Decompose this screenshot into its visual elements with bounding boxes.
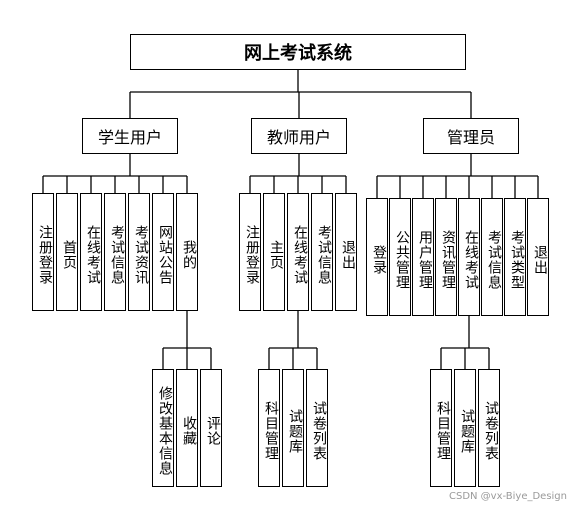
teacher-sub-item-1: 试题库 [282,369,304,487]
admin-sub-item-0: 科目管理 [430,369,452,487]
student-item-3: 考试信息 [104,193,126,311]
student-sub-item-2: 评论 [200,369,222,487]
teacher-sub-item-2: 试卷列表 [306,369,328,487]
teacher-item-4: 退出 [335,193,357,311]
student-sub-item-0: 修改基本信息 [152,369,174,487]
admin-sub-item-2: 试卷列表 [478,369,500,487]
admin-item-1-label: 公共管理 [394,230,410,290]
student-sub-item-2-label: 评论 [205,416,221,446]
admin-item-4-label: 在线考试 [463,230,479,290]
student-item-1: 首页 [56,193,78,311]
group-admin-label: 管理员 [446,128,495,147]
admin-item-3-label: 资讯管理 [440,230,456,290]
student-sub-item-1-label: 收藏 [181,416,197,446]
teacher-item-3: 考试信息 [311,193,333,311]
teacher-item-0: 注册登录 [239,193,261,311]
student-item-2-label: 在线考试 [85,225,101,285]
student-item-6-label: 我的 [181,240,197,270]
student-item-5-label: 网站公告 [157,225,173,285]
student-item-3-label: 考试信息 [109,225,125,285]
teacher-item-2-label: 在线考试 [292,225,308,285]
root-node: 网上考试系统 [130,34,466,70]
student-item-0: 注册登录 [32,193,54,311]
teacher-item-2: 在线考试 [287,193,309,311]
teacher-item-1: 主页 [263,193,285,311]
admin-sub-item-1: 试题库 [454,369,476,487]
group-teacher: 教师用户 [251,118,347,154]
teacher-item-4-label: 退出 [340,240,356,270]
group-admin: 管理员 [423,118,519,154]
student-item-2: 在线考试 [80,193,102,311]
admin-item-5-label: 考试信息 [486,230,502,290]
student-item-4: 考试资讯 [128,193,150,311]
admin-sub-item-1-label: 试题库 [459,408,475,454]
teacher-sub-item-2-label: 试卷列表 [311,401,327,461]
teacher-sub-item-1-label: 试题库 [287,408,303,454]
student-item-1-label: 首页 [61,240,77,270]
group-student-label: 学生用户 [97,128,162,147]
admin-item-6: 考试类型 [504,198,526,316]
admin-item-3: 资讯管理 [435,198,457,316]
admin-item-1: 公共管理 [389,198,411,316]
admin-item-5: 考试信息 [481,198,503,316]
group-teacher-label: 教师用户 [266,128,331,147]
admin-item-7-label: 退出 [532,245,548,275]
watermark: CSDN @vx-Biye_Design [448,491,567,502]
teacher-item-0-label: 注册登录 [244,225,260,285]
admin-sub-item-2-label: 试卷列表 [483,401,499,461]
student-sub-item-0-label: 修改基本信息 [157,386,173,476]
admin-item-6-label: 考试类型 [509,230,525,290]
admin-item-7: 退出 [527,198,549,316]
admin-item-2-label: 用户管理 [417,230,433,290]
teacher-item-3-label: 考试信息 [316,225,332,285]
group-student: 学生用户 [82,118,178,154]
student-item-0-label: 注册登录 [37,225,53,285]
student-item-6: 我的 [176,193,198,311]
student-item-5: 网站公告 [152,193,174,311]
root-title: 网上考试系统 [244,43,352,64]
admin-item-0-label: 登录 [371,245,387,275]
teacher-sub-item-0-label: 科目管理 [263,401,279,461]
admin-item-0: 登录 [366,198,388,316]
student-sub-item-1: 收藏 [176,369,198,487]
admin-item-2: 用户管理 [412,198,434,316]
teacher-item-1-label: 主页 [268,240,284,270]
teacher-sub-item-0: 科目管理 [258,369,280,487]
admin-sub-item-0-label: 科目管理 [435,401,451,461]
admin-item-4: 在线考试 [458,198,480,316]
student-item-4-label: 考试资讯 [133,225,149,285]
